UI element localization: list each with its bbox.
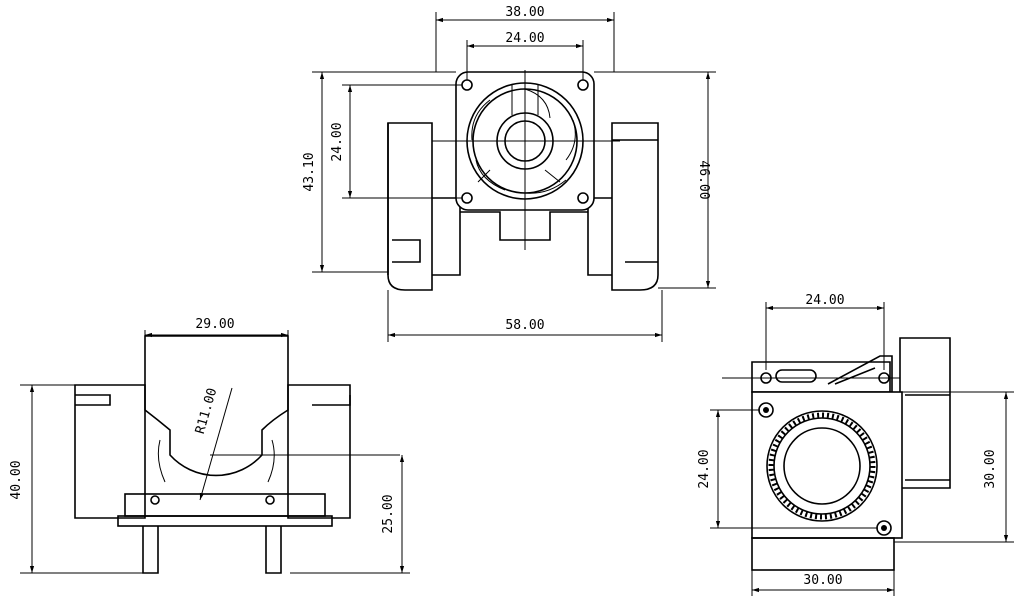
dim-30-blower-bottom: 30.00 bbox=[803, 573, 842, 588]
dim-r11: R11.00 bbox=[193, 386, 220, 435]
dim-29: 29.00 bbox=[195, 317, 234, 332]
dim-25: 25.00 bbox=[381, 494, 396, 533]
dim-30-blower-right: 30.00 bbox=[983, 449, 998, 488]
dim-43: 43.10 bbox=[302, 152, 317, 191]
side-view: 29.00 R11.00 40.00 25.00 bbox=[9, 317, 410, 574]
dim-24-top: 24.00 bbox=[505, 31, 544, 46]
dim-46: 46.00 bbox=[696, 160, 711, 199]
dim-24-blower-left: 24.00 bbox=[697, 449, 712, 488]
dim-24-left: 24.00 bbox=[330, 122, 345, 161]
dim-58: 58.00 bbox=[505, 318, 544, 333]
blower-view: 24.00 24.00 30.00 30.00 bbox=[697, 293, 1014, 596]
top-view: 38.00 24.00 43.10 24.00 46.00 58.00 bbox=[302, 5, 716, 342]
dim-40: 40.00 bbox=[9, 460, 24, 499]
dim-38: 38.00 bbox=[505, 5, 544, 20]
dim-24-blower-top: 24.00 bbox=[805, 293, 844, 308]
